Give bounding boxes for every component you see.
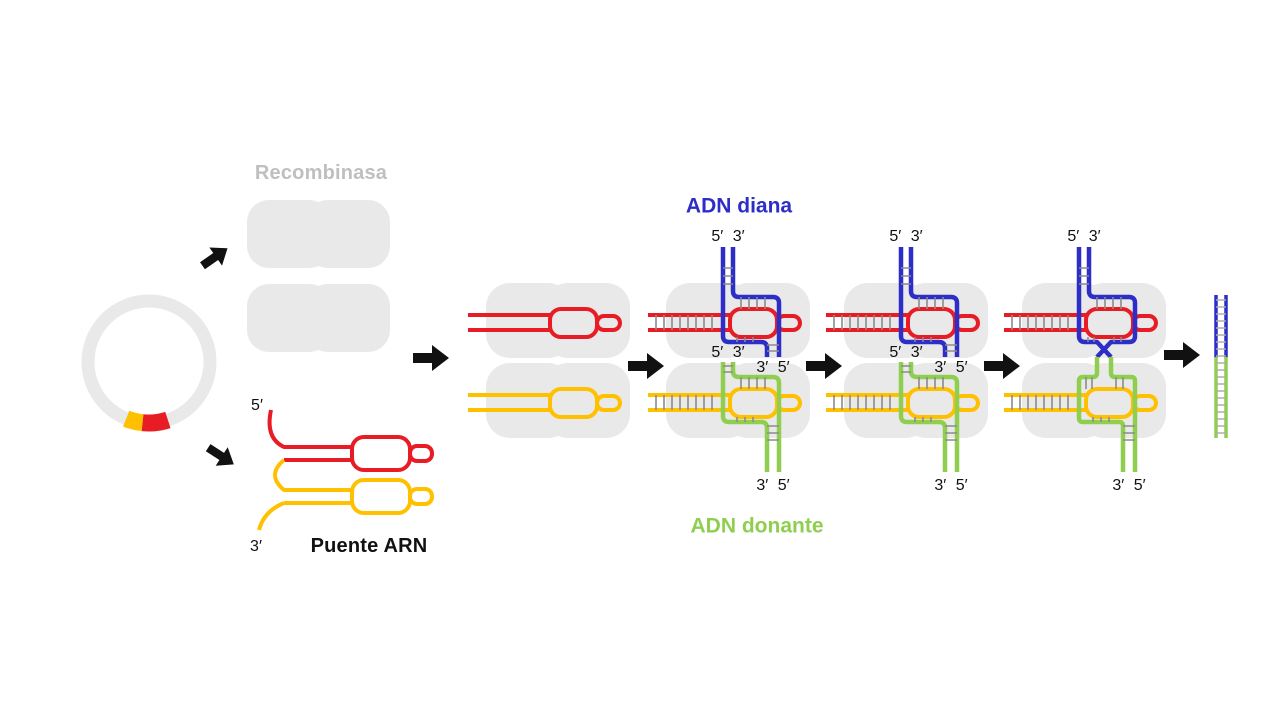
arrow-right-icon (984, 353, 1020, 379)
arrow-right-icon (806, 353, 842, 379)
bridge-rna-3prime-label: 3′ (250, 538, 262, 555)
donor-ends-label: 3′ 5′ (756, 477, 790, 494)
target-ends-label: 5′ 3′ (889, 228, 923, 245)
recombined-dna-icon (1214, 295, 1228, 438)
strand-exchange-complex-icon (1002, 247, 1166, 472)
arrow-right-icon (1164, 342, 1200, 368)
donor-ends-label: 5′ 3′ (889, 344, 923, 361)
plasmid-icon (81, 294, 217, 432)
donor-ends-label: 3′ 5′ (934, 477, 968, 494)
bridge-rna-label: Puente ARN (310, 535, 428, 557)
arrow-right-icon (413, 345, 449, 371)
target-ends-label: 5′ 3′ (1067, 228, 1101, 245)
bridge-rna-5prime-label: 5′ (251, 397, 263, 414)
target-ends-label: 3′ 5′ (756, 359, 790, 376)
arrow-down-right-icon (202, 438, 240, 474)
rnp-complex-icon (466, 283, 630, 438)
recombinase-label: Recombinasa (254, 162, 388, 184)
target-dna-label: ADN diana (685, 194, 793, 218)
donor-dna-label: ADN donante (690, 514, 824, 538)
arrow-up-right-icon (196, 239, 234, 275)
donor-ends-label: 5′ 3′ (711, 344, 745, 361)
target-ends-label: 3′ 5′ (934, 359, 968, 376)
donor-ends-label: 3′ 5′ (1112, 477, 1146, 494)
arrow-right-icon (628, 353, 664, 379)
bridge-rna-icon (257, 409, 434, 531)
target-ends-label: 5′ 3′ (711, 228, 745, 245)
recombinase-dimers-icon (247, 200, 390, 352)
